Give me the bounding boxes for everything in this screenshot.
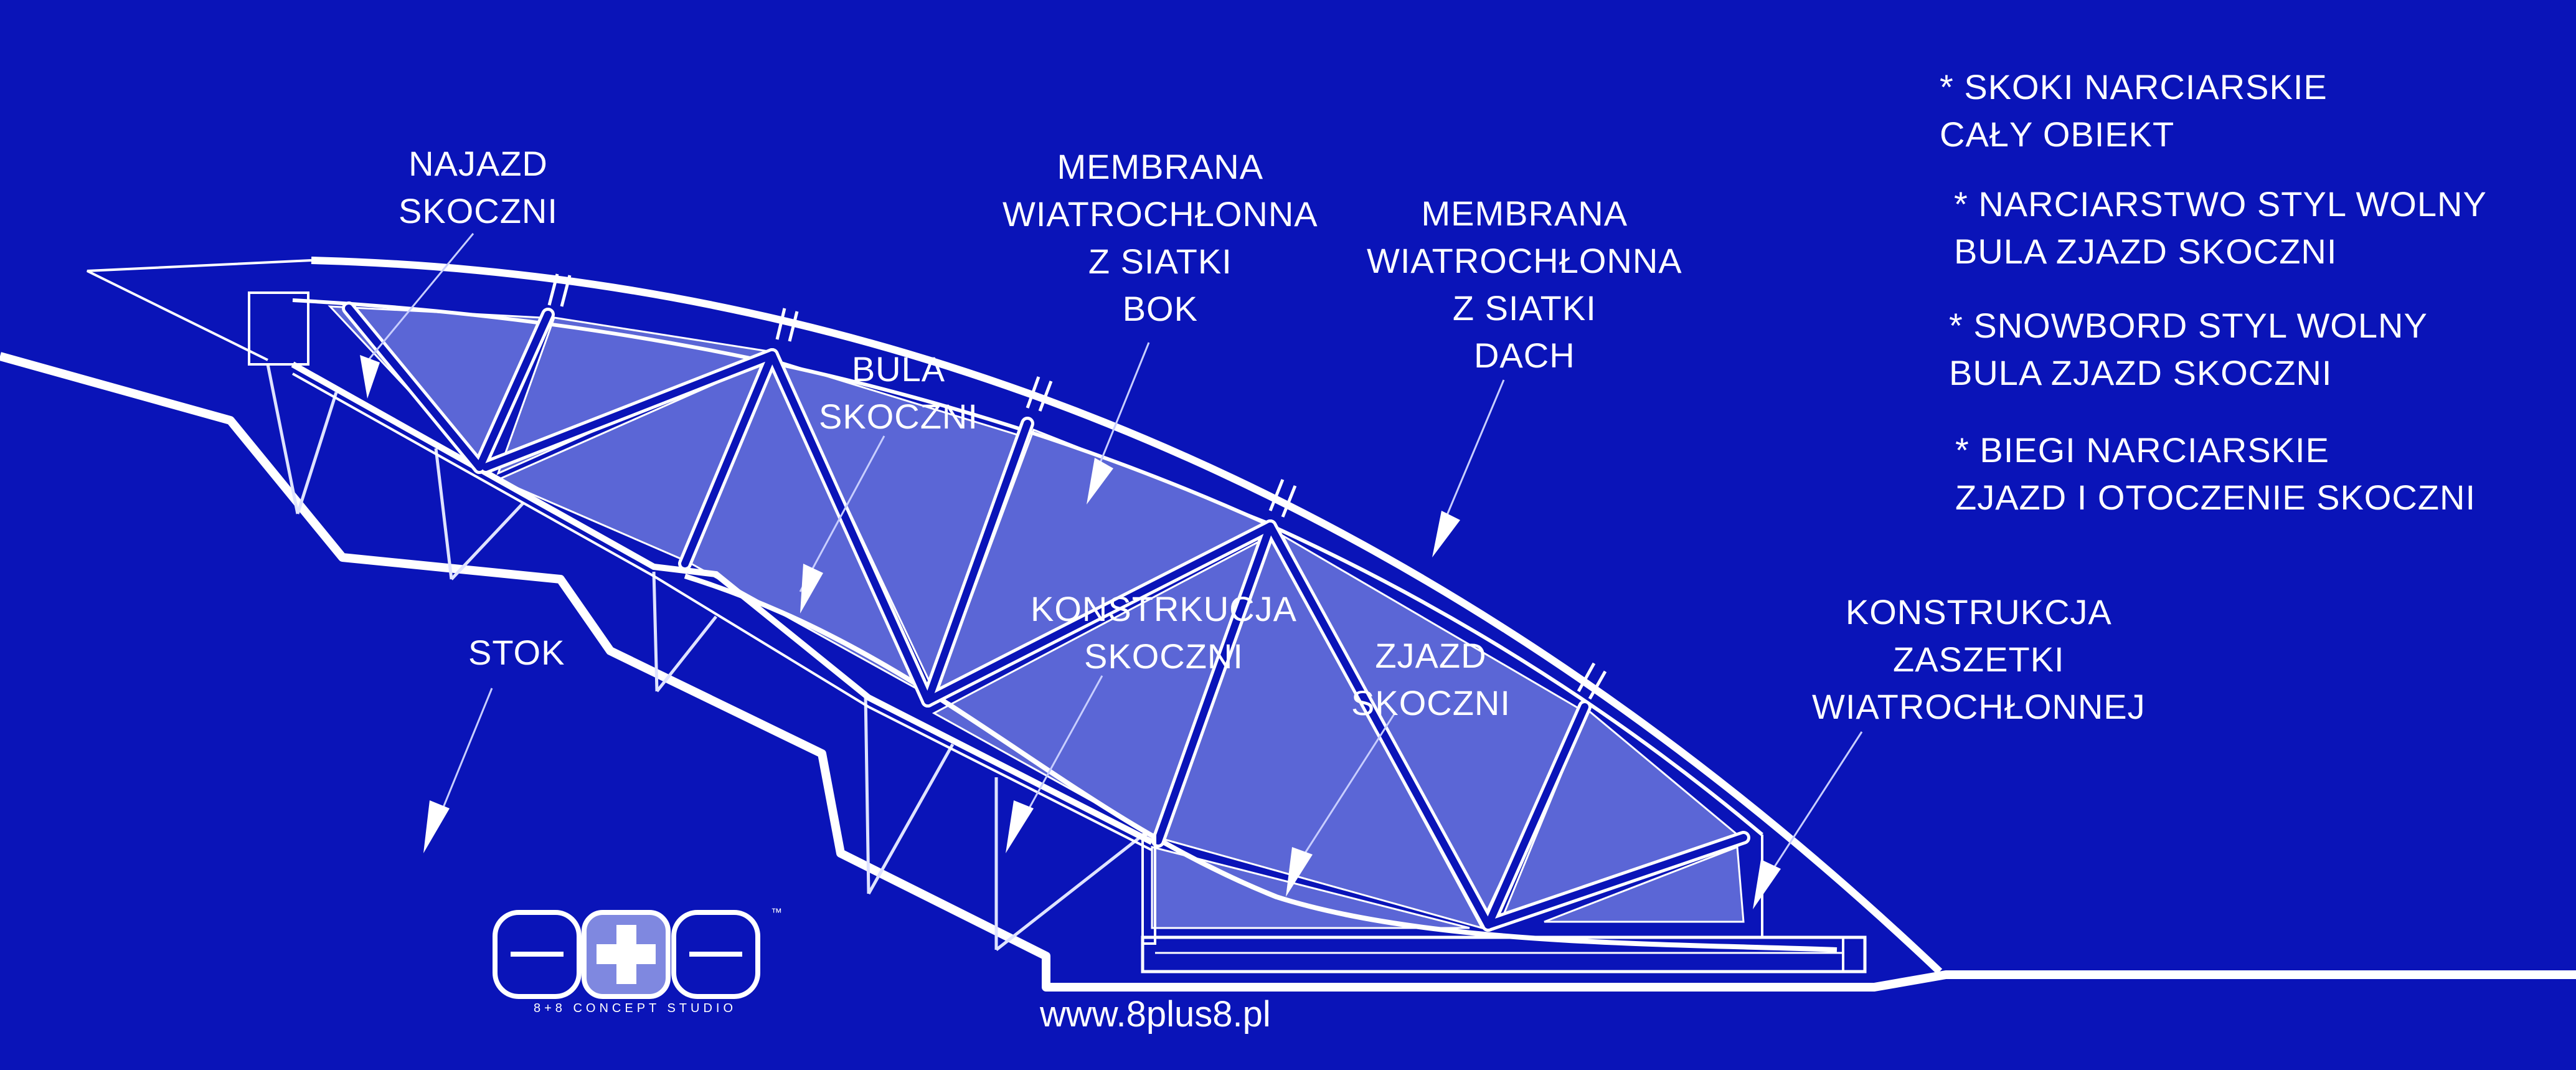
label-najazd-skoczni: NAJAZD SKOCZNI [399, 144, 558, 230]
logo-trademark: ™ [771, 906, 782, 919]
roof-ribs [547, 273, 1607, 700]
label-bula-skoczni: BULA SKOCZNI [819, 349, 978, 436]
legend-item-snowbord: * SNOWBORD STYL WOLNY BULA ZJAZD SKOCZNI [1949, 306, 2428, 392]
legend-item-biegi: * BIEGI NARCIARSKIE ZJAZD I OTOCZENIE SK… [1955, 430, 2476, 517]
label-membrana-bok: MEMBRANA WIATROCHŁONNA Z SIATKI BOK [1003, 147, 1318, 328]
label-konstrukcja-zaszetki: KONSTRUKCJA ZASZETKI WIATROCHŁONNEJ [1812, 592, 2146, 726]
logo-right-8 [671, 910, 760, 999]
roof-arc-inner [292, 298, 1763, 836]
legend-item-narciarstwo: * NARCIARSTWO STYL WOLNY BULA ZJAZD SKOC… [1954, 184, 2487, 271]
inrun-deck [291, 361, 1154, 851]
ramp-nose [87, 259, 312, 366]
logo-studio-name: 8+8 CONCEPT STUDIO [533, 1001, 737, 1015]
roof-arc-outer [311, 257, 1943, 975]
label-zjazd-skoczni: ZJAZD SKOCZNI [1351, 636, 1511, 722]
label-membrana-dach: MEMBRANA WIATROCHŁONNA Z SIATKI DACH [1367, 194, 1682, 375]
landing-curve [684, 574, 1838, 952]
support-legs [266, 364, 1141, 951]
label-konstrukcja-skoczni: KONSTRKUCJA SKOCZNI [1031, 589, 1297, 676]
legend-item-skoki: * SKOKI NARCIARSKIE CAŁY OBIEKT [1940, 67, 2328, 154]
logo-8plus8 [493, 910, 760, 999]
truss-members-core [345, 305, 1747, 929]
website-link[interactable]: www.8plus8.pl [1040, 994, 1271, 1034]
arrow-heads [360, 355, 1781, 909]
logo-left-8 [493, 910, 582, 999]
slope-ground-line [0, 352, 2576, 992]
label-stok: STOK [468, 633, 565, 672]
